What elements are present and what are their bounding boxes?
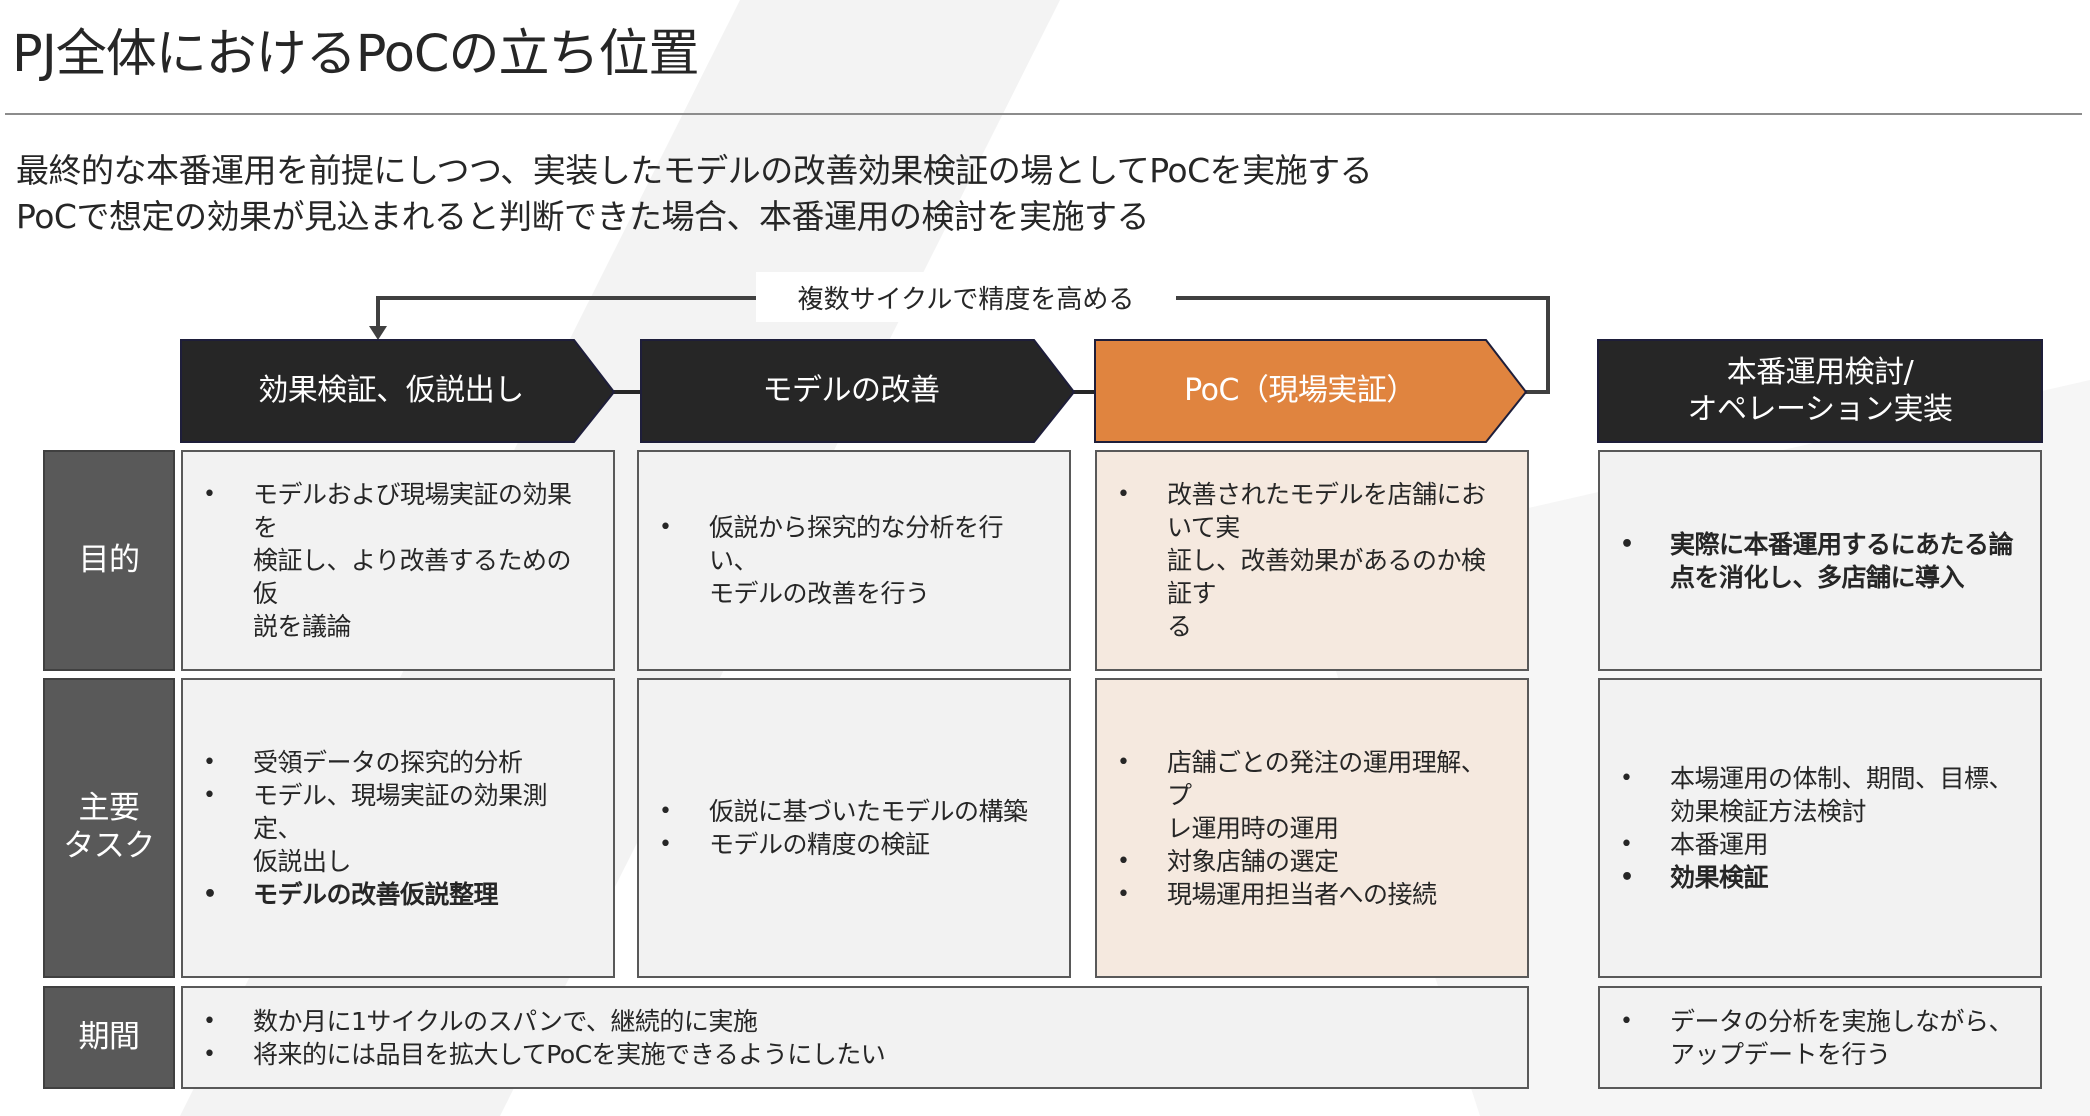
list-item: 現場運用担当者への接続 — [1117, 878, 1509, 911]
list-item: 本場運用の体制、期間、目標、効果検証方法検討 — [1620, 762, 2022, 828]
list-item: 対象店舗の選定 — [1117, 845, 1509, 878]
row-label-tasks: 主要 タスク — [43, 678, 175, 978]
period-production-cell: データの分析を実施しながら、アップデートを行う — [1598, 986, 2042, 1089]
phase-1-chevron — [180, 339, 616, 443]
period-cycle-cell: 数か月に1サイクルのスパンで、継続的に実施 将来的には品目を拡大してPoCを実施… — [181, 986, 1529, 1089]
list-item: データの分析を実施しながら、アップデートを行う — [1620, 1005, 2022, 1071]
tasks-phase-1-cell: 受領データの探究的分析 モデル、現場実証の効果測定、仮説出し モデルの改善仮説整… — [181, 678, 615, 978]
phase-1-label: 効果検証、仮説出し — [258, 373, 524, 409]
list-item: モデルの精度の検証 — [659, 828, 1051, 861]
production-header: 本番運用検討/ オペレーション実装 — [1598, 340, 2042, 442]
phase-3-label: PoC（現場実証） — [1184, 373, 1416, 409]
loop-arrow-line — [376, 296, 1550, 394]
loop-arrow-head — [369, 326, 387, 340]
list-item: 数か月に1サイクルのスパンで、継続的に実施 — [203, 1005, 1509, 1038]
row-label-tasks-line-2: タスク — [63, 828, 155, 864]
subtitle-line-2: PoCで想定の効果が見込まれると判断できた場合、本番運用の検討を実施する — [16, 197, 1149, 236]
list-item: モデルの改善仮説整理 — [203, 878, 595, 911]
tasks-phase-2-cell: 仮説に基づいたモデルの構築 モデルの精度の検証 — [637, 678, 1071, 978]
purpose-phase-2-cell: 仮説から探究的な分析を行い、モデルの改善を行う — [637, 450, 1071, 671]
list-item: 効果検証 — [1620, 861, 2022, 894]
subtitle-line-1: 最終的な本番運用を前提にしつつ、実装したモデルの改善効果検証の場としてPoCを実… — [16, 151, 1373, 190]
production-header-line-2: オペレーション実装 — [1687, 392, 1953, 427]
list-item: 将来的には品目を拡大してPoCを実施できるようにしたい — [203, 1038, 1509, 1071]
phase-2-chevron — [640, 339, 1076, 443]
phase-3-chevron — [1094, 339, 1528, 443]
list-item: モデル、現場実証の効果測定、仮説出し — [203, 779, 595, 878]
row-label-period: 期間 — [43, 986, 175, 1089]
loop-label: 複数サイクルで精度を高める — [756, 272, 1176, 322]
list-item: 本番運用 — [1620, 828, 2022, 861]
production-header-line-1: 本番運用検討/ — [1726, 354, 1914, 390]
row-label-tasks-line-1: 主要 — [78, 790, 141, 827]
phase-2-label: モデルの改善 — [762, 373, 941, 409]
page-title: PJ全体におけるPoCの立ち位置 — [12, 25, 700, 84]
list-item: 受領データの探究的分析 — [203, 746, 595, 779]
list-item: 仮説から探究的な分析を行い、モデルの改善を行う — [659, 511, 1051, 610]
list-item: 仮説に基づいたモデルの構築 — [659, 795, 1051, 828]
process-flow — [180, 296, 2043, 443]
production-header-box — [1597, 339, 2043, 443]
tasks-production-cell: 本場運用の体制、期間、目標、効果検証方法検討 本番運用 効果検証 — [1598, 678, 2042, 978]
row-label-purpose: 目的 — [43, 450, 175, 671]
title-divider — [5, 113, 2082, 115]
